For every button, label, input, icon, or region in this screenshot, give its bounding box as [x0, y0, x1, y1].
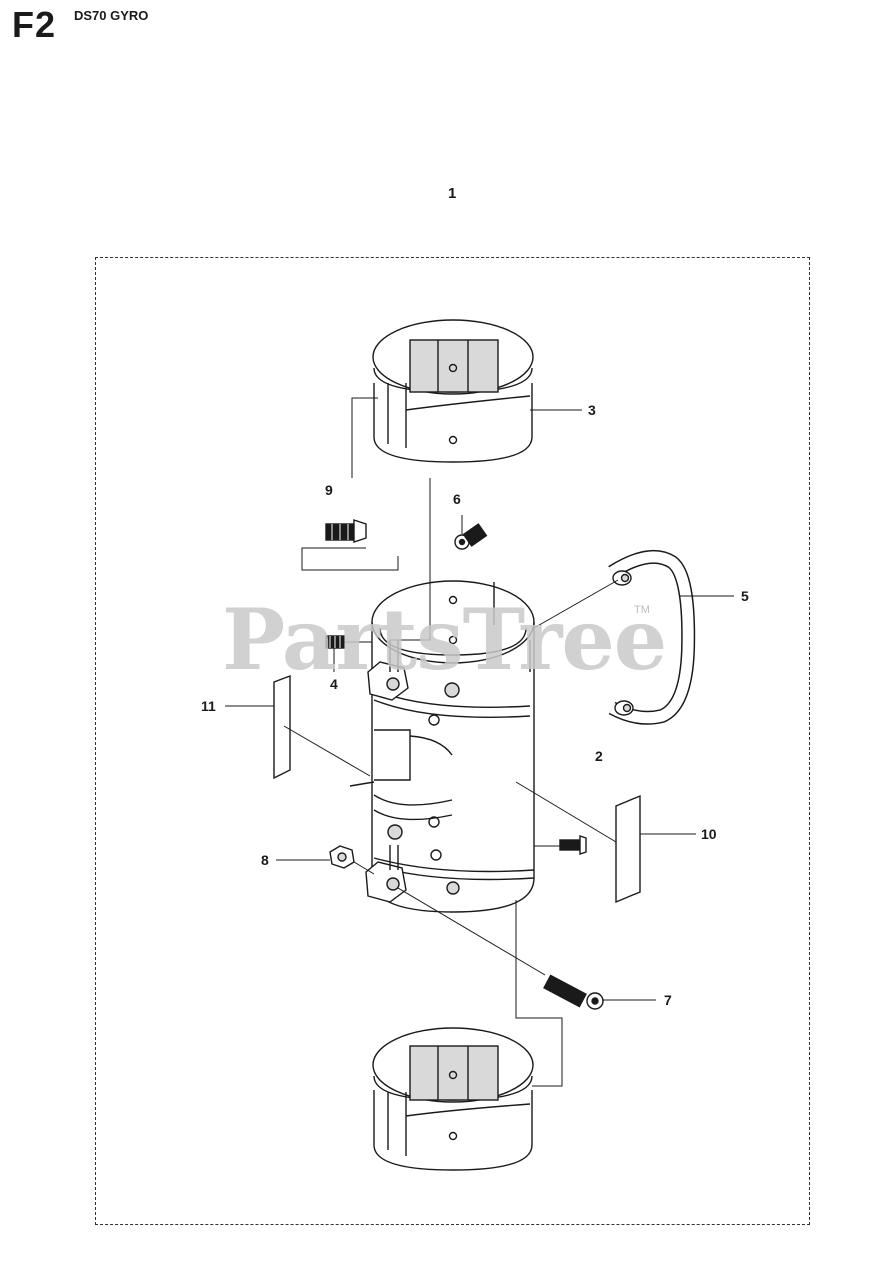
callout-8: 8	[261, 852, 269, 868]
model-name: DS70 GYRO	[74, 8, 149, 23]
part-10-label	[615, 794, 641, 904]
watermark: PartsTree	[222, 590, 667, 689]
callout-10: 10	[701, 826, 717, 842]
callout-4: 4	[330, 676, 338, 692]
part-bottom-collar	[372, 1027, 534, 1171]
callout-2: 2	[595, 748, 603, 764]
part-2-sleeve-body	[349, 580, 535, 913]
callout-7: 7	[664, 992, 672, 1008]
part-4-set-screw	[325, 635, 345, 649]
part-7-long-bolt	[543, 974, 604, 1010]
trademark-mark: TM	[634, 604, 650, 616]
callout-11: 11	[201, 698, 216, 714]
part-5-handle	[608, 549, 696, 725]
part-8-nut	[329, 845, 355, 869]
section-code: F2	[12, 4, 57, 45]
leader-lines	[225, 397, 734, 1087]
callout-9: 9	[325, 482, 333, 498]
callout-3: 3	[588, 402, 596, 418]
callout-5: 5	[741, 588, 749, 604]
part-11-label	[273, 674, 291, 780]
callout-6: 6	[453, 491, 461, 507]
part-9-bolt	[325, 519, 367, 543]
countersunk-screw	[559, 835, 587, 855]
part-6-screw	[454, 523, 488, 550]
assembly-number: 1	[448, 185, 457, 202]
part-3-top-collar	[372, 319, 534, 463]
diagram-frame	[95, 257, 810, 1225]
